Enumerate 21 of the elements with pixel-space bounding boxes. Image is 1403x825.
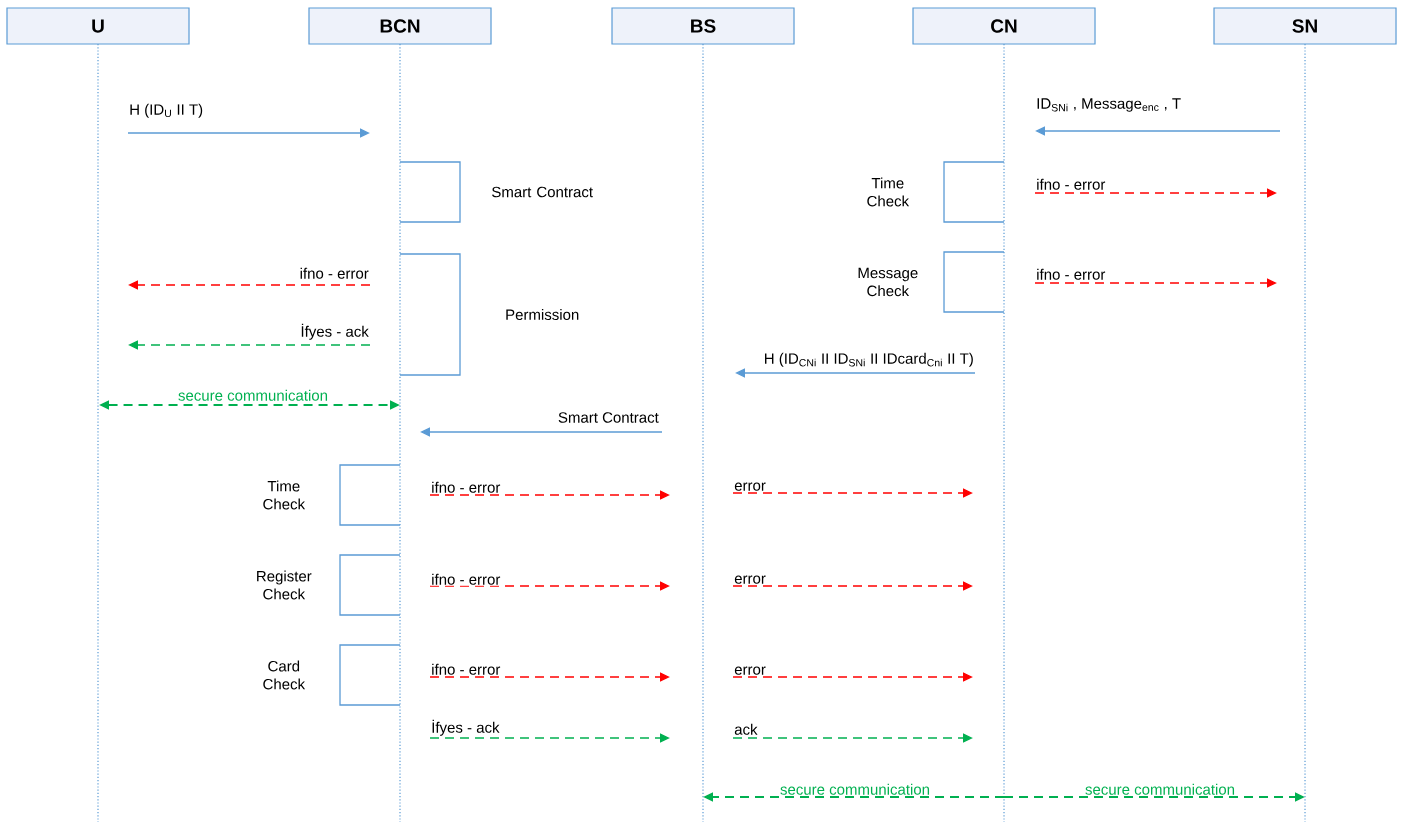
arrow	[732, 581, 973, 591]
edge-label: error	[733, 481, 767, 492]
arrow	[429, 733, 670, 743]
arrow	[429, 672, 670, 682]
arrow	[420, 427, 663, 437]
arrow	[732, 488, 973, 498]
arrow	[1035, 126, 1281, 136]
edge-label: error	[733, 665, 767, 676]
arrow	[1034, 278, 1277, 288]
arrow	[128, 340, 371, 350]
arrow	[732, 733, 973, 743]
arrow	[735, 368, 976, 378]
arrow	[128, 280, 371, 290]
edge-label: ack	[733, 722, 759, 736]
arrow	[127, 128, 370, 138]
arrow	[732, 672, 973, 682]
edge-label: error	[733, 574, 767, 585]
arrow	[429, 581, 670, 591]
edge-label: ifno - error	[430, 572, 502, 586]
arrow	[1034, 188, 1277, 198]
arrow	[429, 490, 670, 500]
